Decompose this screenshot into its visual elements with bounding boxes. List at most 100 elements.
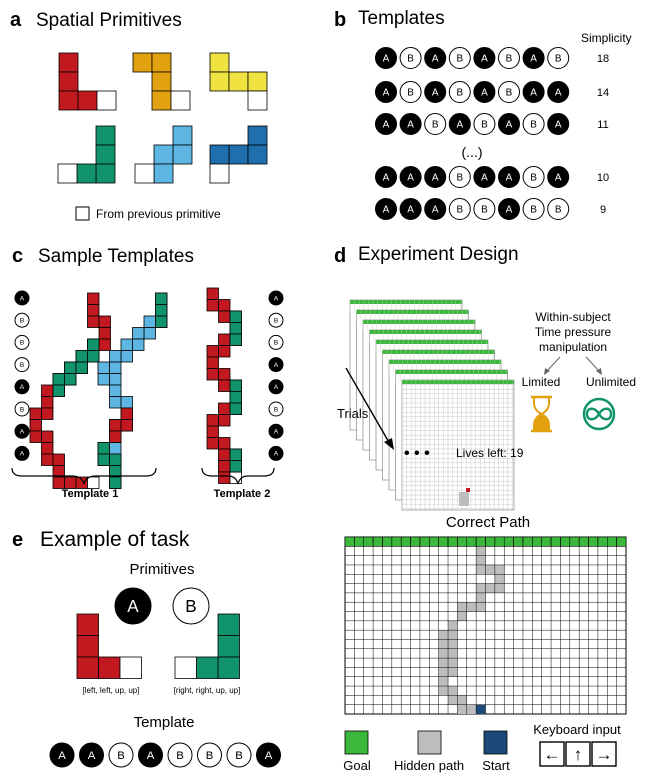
path-cell [109,396,122,409]
template-symbol-circle [424,47,447,69]
path-cell [120,338,133,351]
primitive-cell [98,656,121,679]
template-symbol-letter: B [555,204,562,215]
path-cell [206,356,219,369]
sequence-symbol-letter: B [20,318,25,325]
goal-cell [503,536,514,547]
hidden-path-cell [448,686,458,696]
template-symbol-circle [226,742,252,768]
panel-c-title: Sample Templates [38,246,194,267]
trial-goal-row [402,380,514,384]
hidden-path-cell [438,686,449,696]
hidden-path-cell [448,658,458,668]
path-cell [206,414,219,427]
template-symbol-letter: A [383,53,390,64]
limited-arrowhead [544,368,550,375]
path-cell [206,425,219,438]
template-symbol-circle [522,198,545,220]
primitive-cell [209,52,230,73]
sequence-symbol-letter: B [20,406,25,413]
path-cell [109,361,122,374]
panel-d-title: Experiment Design [358,244,519,265]
manipulation-line1: Within-subject [535,310,611,324]
path-cell [229,460,242,473]
sequence-symbol-circle [268,334,284,350]
template-symbol-circle [424,113,447,135]
template-symbol-letter: A [530,87,537,98]
primitive-b-symbol-letter: B [185,597,196,616]
template-symbol-letter: A [88,750,96,762]
template-symbol-circle [473,47,496,69]
primitive-cell [58,90,79,111]
template-symbol-letter: B [530,119,537,130]
hidden-path-cell [448,639,458,649]
primitive-cell [247,144,268,165]
sequence-symbol-letter: B [274,340,279,347]
trial-visited-cells [459,492,469,506]
template-symbol-letter: A [265,750,273,762]
primitive-start-cell [174,656,197,679]
sequence-symbol-letter: A [274,429,279,436]
path-cell [218,471,231,484]
start-cell [476,704,486,714]
template-symbol-circle [448,81,471,103]
template-symbol-circle [375,166,397,188]
hidden-path-cell [485,583,495,593]
panel-a-letter: a [10,9,22,31]
path-cell [229,402,242,415]
trial-grid [401,379,515,511]
goal-cell [494,536,505,547]
lives-left-text: Lives left: 19 [456,446,524,460]
primitive-b-symbol-circle [172,587,210,625]
template-symbol-circle [108,742,134,768]
template-symbol-letter: B [456,204,463,215]
template1-path-a [29,292,111,489]
path-cell [218,379,231,392]
hidden-path-cell [476,583,486,593]
template-symbol-letter: B [407,53,414,64]
template-symbol-circle [498,113,520,135]
template-symbol-letter: A [407,119,414,130]
path-cell [206,437,219,450]
template-symbol-circle [375,113,397,135]
sequence-symbol-circle [14,445,30,461]
template-symbol-letter: A [58,750,66,762]
sequence-symbol-circle [14,334,30,350]
goal-swatch [344,730,369,755]
primitive-cell [153,163,174,184]
simplicity-value: 18 [597,53,609,65]
up-key [565,741,591,767]
template2-brace [201,467,275,485]
template-symbol-letter: B [206,750,214,762]
hidden-path-label: Hidden path [394,758,464,773]
primitive-cell [228,71,249,92]
primitive-cell [217,656,240,679]
template1-brace [11,467,157,485]
panel-a: a Spatial Primitives From previous primi… [10,9,268,221]
path-cell [218,402,231,415]
goal-cell [485,536,496,547]
template-symbol-letter: A [383,172,390,183]
primitive-a-moves: [left, left, up, up] [83,686,140,695]
sequence-symbol-letter: B [20,340,25,347]
goal-cell [550,536,561,547]
path-cell [109,384,122,397]
path-cell [64,476,77,489]
simplicity-value: 9 [600,204,606,216]
hidden-path-cell [448,648,458,659]
template-symbol-letter: B [481,204,488,215]
path-cell [97,373,110,386]
sequence-symbol-letter: A [274,295,279,302]
hidden-path-cell [457,704,467,714]
template-symbol-circle [448,47,471,69]
template-symbol-circle [498,198,520,220]
primitive-cell [58,71,79,92]
path-cell [41,396,54,409]
path-cell [218,368,231,381]
primitive-b-moves: [right, right, up, up] [174,686,241,695]
template1-label: Template 1 [62,488,119,500]
panel-e-title: Example of task [40,528,190,551]
